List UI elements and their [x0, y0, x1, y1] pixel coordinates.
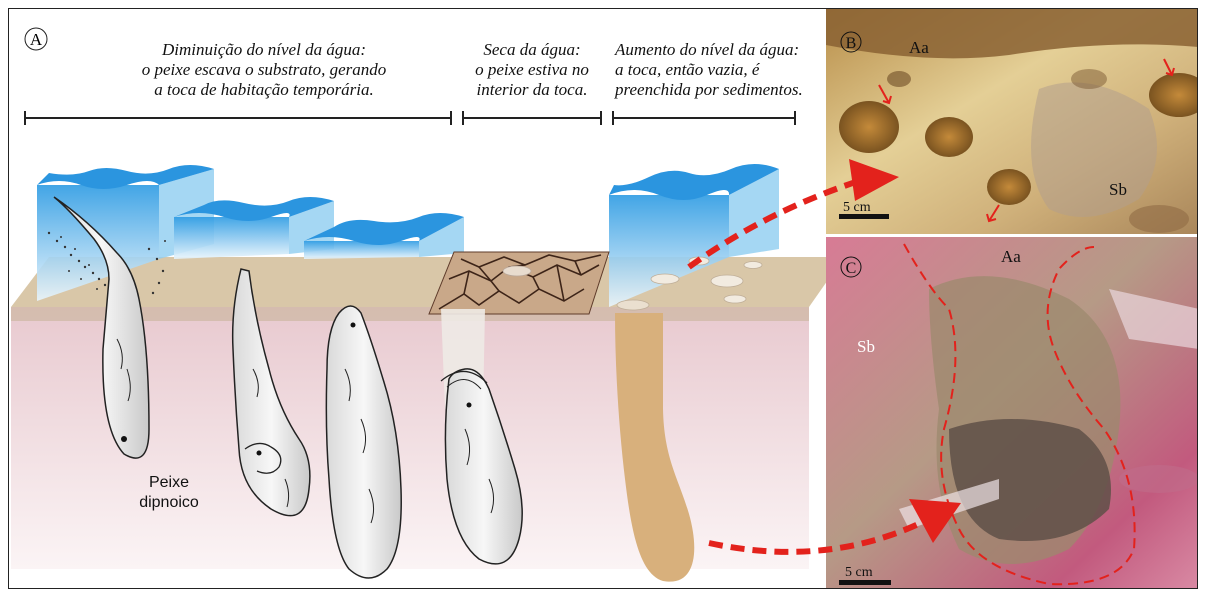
phase-2-line-3: interior da toca. [477, 80, 588, 99]
panel-b-letter: B [846, 35, 857, 52]
panel-c-scale-bar [839, 580, 891, 585]
panel-b-scale-label: 5 cm [843, 200, 871, 215]
phase-2-caption: Seca da água: o peixe estiva no interior… [475, 40, 589, 99]
panel-c-label-sb: Sb [857, 337, 875, 356]
nodule [839, 101, 899, 153]
panel-c-label-aa: Aa [1001, 247, 1021, 266]
panel-b-photo: B Aa Sb 5 cm [826, 9, 1198, 234]
panel-c-photo: C Aa Sb 5 cm [826, 237, 1198, 589]
phase-2-line-2: o peixe estiva no [475, 60, 589, 79]
phase-1-caption: Diminuição do nível da água: o peixe esc… [142, 40, 387, 99]
dried-mud-block [429, 252, 609, 314]
nodule [925, 117, 973, 157]
panel-c-scale-label: 5 cm [845, 565, 873, 580]
phase-1-line-1: Diminuição do nível da água: [161, 40, 366, 59]
phase-3-line-1: Aumento do nível da água: [614, 40, 799, 59]
nodule [987, 169, 1031, 205]
phase-3-line-2: a toca, então vazia, é [615, 60, 761, 79]
panel-c-letter: C [846, 260, 857, 277]
figure-canvas: A Diminuição do nível da água: o peixe e… [9, 9, 1198, 589]
panel-b-label-aa: Aa [909, 38, 929, 57]
panel-divider [826, 234, 1198, 237]
figure-frame: A Diminuição do nível da água: o peixe e… [8, 8, 1198, 589]
panel-b-label-sb: Sb [1109, 180, 1127, 199]
phase-1-line-3: a toca de habitação temporária. [154, 80, 374, 99]
fish-label-line-2: dipnoico [139, 494, 199, 511]
fish-label-line-1: Peixe [149, 474, 189, 491]
panel-a-letter: A [30, 30, 43, 49]
phase-3-line-3: preenchida por sedimentos. [614, 80, 803, 99]
phase-1-line-2: o peixe escava o substrato, gerando [142, 60, 387, 79]
phase-3-caption: Aumento do nível da água: a toca, então … [614, 40, 803, 99]
phase-range-bars [25, 111, 795, 125]
phase-2-line-1: Seca da água: [483, 40, 580, 59]
